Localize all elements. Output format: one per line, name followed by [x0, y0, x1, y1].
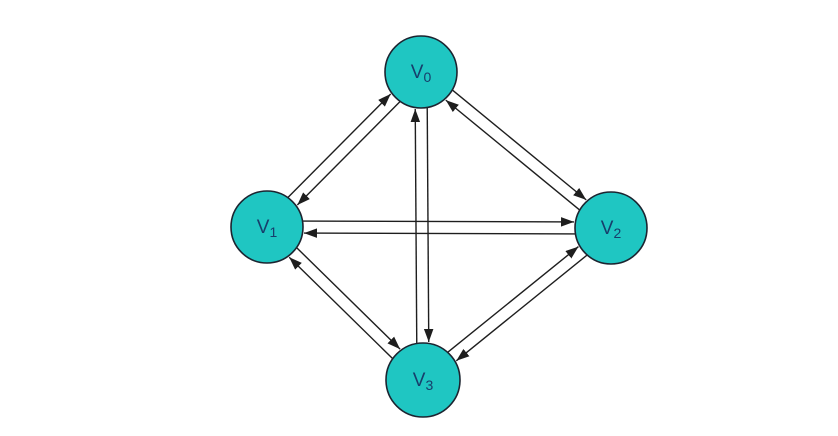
- node-label-v0: V0: [411, 62, 432, 85]
- edge-v0-to-v3: [423, 103, 434, 342]
- node-v0: V0: [384, 35, 458, 109]
- edge-v0-to-v1: [296, 98, 404, 206]
- edge-v1-to-v0: [284, 93, 392, 201]
- node-circle-v2: [574, 191, 648, 265]
- edge-v0-to-v2: [449, 87, 587, 201]
- node-label-v3: V3: [413, 370, 434, 393]
- node-label-v1: V1: [257, 217, 278, 240]
- edge-v2-to-v1: [303, 228, 579, 238]
- edge-v1-to-v3: [293, 244, 401, 350]
- edge-v3-to-v0: [410, 109, 421, 348]
- node-v1: V1: [230, 190, 304, 264]
- node-circle-v3: [385, 342, 461, 418]
- node-circle-v1: [230, 190, 304, 264]
- node-circle-v0: [384, 35, 458, 109]
- node-v3: V3: [385, 342, 461, 418]
- edge-v2-to-v0: [445, 99, 583, 213]
- edge-v1-to-v2: [299, 217, 575, 227]
- edge-v3-to-v2: [444, 246, 579, 356]
- edge-v3-to-v1: [288, 256, 396, 362]
- node-label-v2: V2: [601, 218, 622, 241]
- node-v2: V2: [574, 191, 648, 265]
- edge-v2-to-v3: [455, 252, 591, 362]
